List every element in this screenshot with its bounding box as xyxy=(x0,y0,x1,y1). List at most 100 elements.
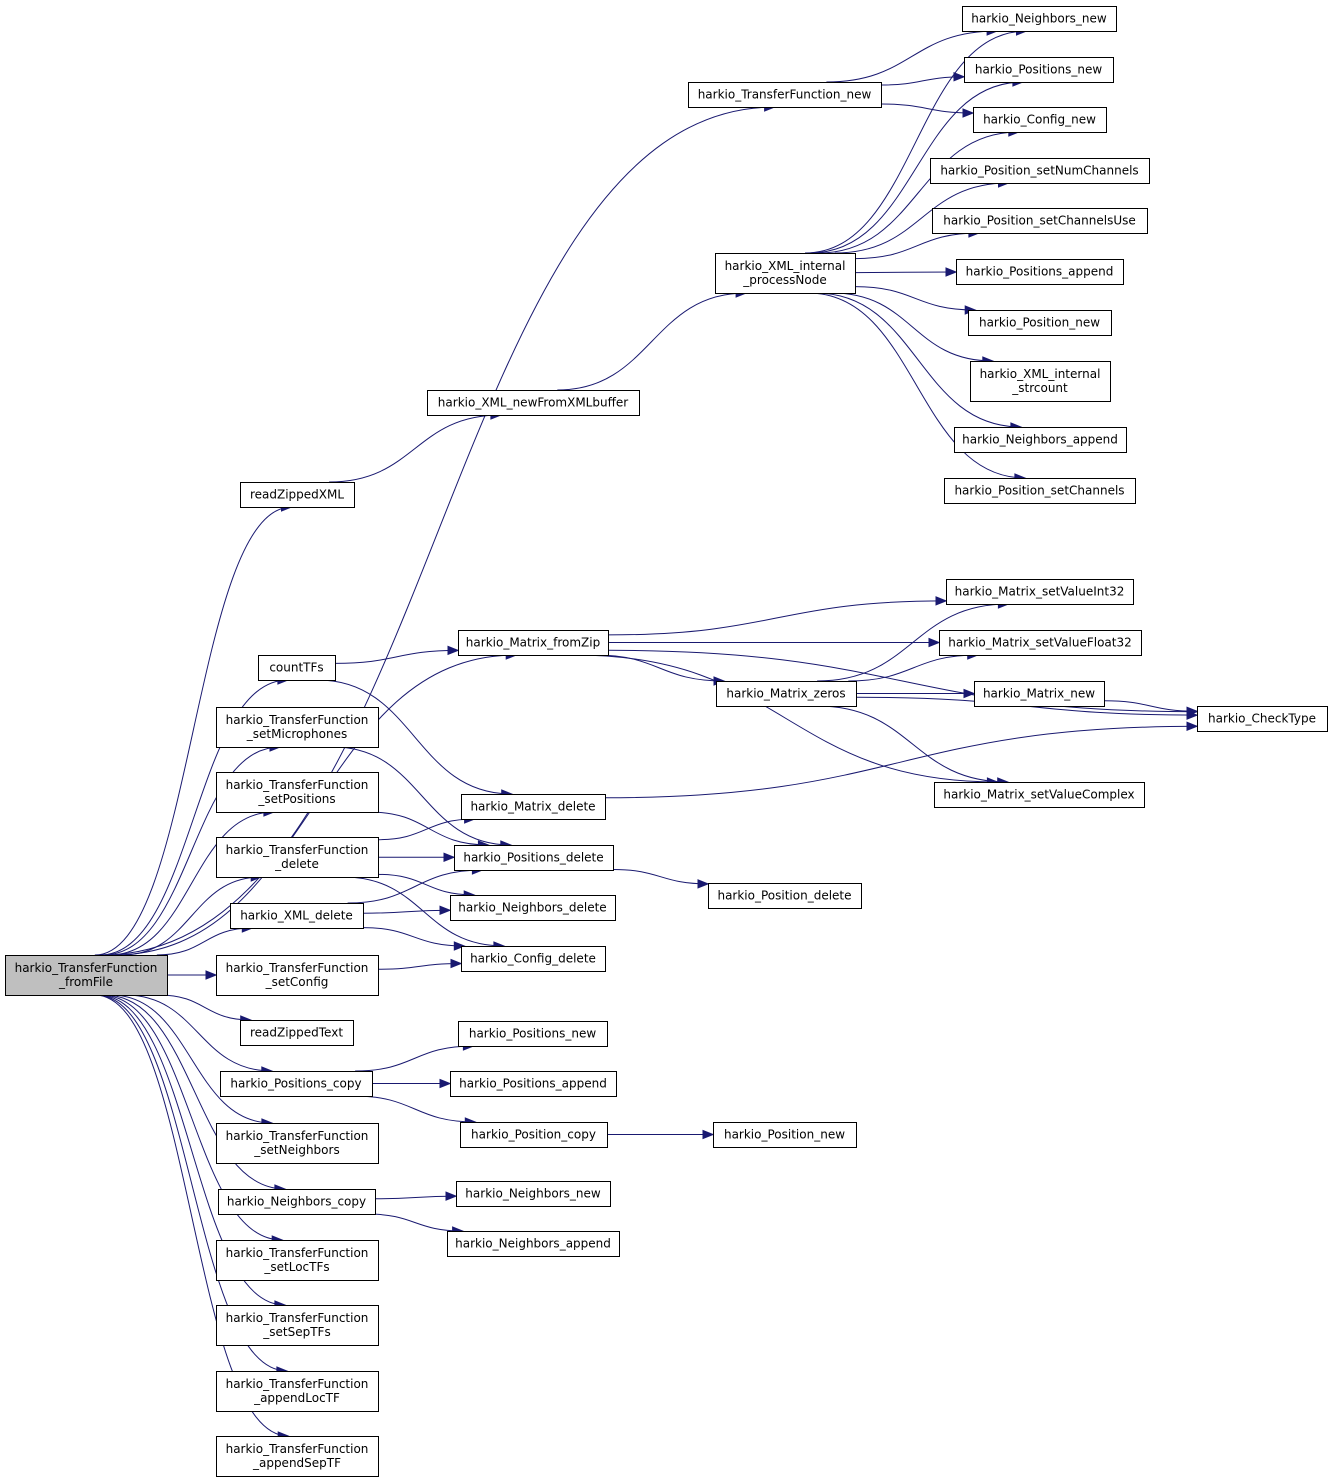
node-label: harkio_Position_copy xyxy=(471,1128,596,1142)
node-matrix-zeros[interactable]: harkio_Matrix_zeros xyxy=(716,681,857,707)
node-label: harkio_Position_new xyxy=(724,1128,845,1142)
edge-count_tfs-to-matrix_from_zip xyxy=(334,645,460,664)
node-xml-delete[interactable]: harkio_XML_delete xyxy=(230,903,364,929)
node-append-sep-tf[interactable]: harkio_TransferFunction_appendSepTF xyxy=(216,1436,379,1477)
node-set-channels[interactable]: harkio_Position_setChannels xyxy=(944,478,1136,504)
node-root[interactable]: harkio_TransferFunction_fromFile xyxy=(5,955,168,996)
edge-xml_delete-to-neighbors_delete xyxy=(362,905,452,916)
node-label: _strcount xyxy=(1011,381,1068,395)
node-label: _setNeighbors xyxy=(253,1143,339,1157)
node-set-config[interactable]: harkio_TransferFunction_setConfig xyxy=(216,955,379,996)
node-label: harkio_Neighbors_new xyxy=(971,12,1107,26)
node-label: harkio_Neighbors_append xyxy=(962,433,1118,447)
node-check-type[interactable]: harkio_CheckType xyxy=(1197,706,1328,732)
node-set-loc-tfs[interactable]: harkio_TransferFunction_setLocTFs xyxy=(216,1240,379,1281)
node-tf-delete[interactable]: harkio_TransferFunction_delete xyxy=(216,837,379,878)
edge-root-to-tf_new xyxy=(101,102,776,956)
edge-matrix_from_zip-to-set_float32 xyxy=(607,637,941,648)
node-label: harkio_Matrix_setValueComplex xyxy=(943,788,1134,802)
node-label: harkio_Neighbors_new xyxy=(465,1187,601,1201)
edge-matrix_from_zip-to-check_type xyxy=(607,649,1199,717)
node-set-complex[interactable]: harkio_Matrix_setValueComplex xyxy=(934,782,1145,808)
node-label: harkio_TransferFunction xyxy=(226,843,369,857)
node-tf-new[interactable]: harkio_TransferFunction_new xyxy=(688,82,882,108)
node-label: harkio_XML_internal xyxy=(725,259,846,273)
node-label: harkio_TransferFunction_new xyxy=(698,88,872,102)
node-label: harkio_TransferFunction xyxy=(226,961,369,975)
node-xml-from-buf[interactable]: harkio_XML_newFromXMLbuffer xyxy=(427,390,640,416)
node-set-positions[interactable]: harkio_TransferFunction_setPositions xyxy=(216,772,379,813)
node-set-ch-use[interactable]: harkio_Position_setChannelsUse xyxy=(932,208,1148,234)
node-matrix-delete[interactable]: harkio_Matrix_delete xyxy=(461,794,606,820)
edge-matrix_from_zip-to-set_complex xyxy=(574,654,999,787)
edge-xml_from_buf-to-process_node xyxy=(557,288,748,391)
node-positions-append-mid[interactable]: harkio_Positions_append xyxy=(450,1071,617,1097)
node-label: harkio_Position_setChannels xyxy=(954,484,1124,498)
node-set-sep-tfs[interactable]: harkio_TransferFunction_setSepTFs xyxy=(216,1305,379,1346)
edge-positions_copy-to-positions_new_mid xyxy=(355,1041,475,1072)
node-label: harkio_Matrix_new xyxy=(983,687,1095,701)
node-nb-new-top[interactable]: harkio_Neighbors_new xyxy=(962,6,1117,32)
node-label: _fromFile xyxy=(58,975,113,989)
node-read-zipped-xml[interactable]: readZippedXML xyxy=(240,482,355,508)
node-label: countTFs xyxy=(269,661,323,675)
node-label: harkio_XML_newFromXMLbuffer xyxy=(438,396,628,410)
node-neighbors-copy[interactable]: harkio_Neighbors_copy xyxy=(218,1189,376,1215)
node-label: _setSepTFs xyxy=(262,1325,330,1339)
edge-process_node-to-positions_append_top xyxy=(854,267,958,277)
edge-matrix_from_zip-to-set_int32 xyxy=(607,596,948,636)
node-neighbors-delete[interactable]: harkio_Neighbors_delete xyxy=(450,895,616,921)
node-label: harkio_Position_setNumChannels xyxy=(940,164,1138,178)
edge-set_config-to-config_delete xyxy=(377,958,463,970)
node-label: harkio_Neighbors_delete xyxy=(458,901,606,915)
node-append-loc-tf[interactable]: harkio_TransferFunction_appendLocTF xyxy=(216,1371,379,1412)
node-positions-new-mid[interactable]: harkio_Positions_new xyxy=(458,1021,608,1047)
node-pos-new-top[interactable]: harkio_Positions_new xyxy=(964,57,1114,83)
node-label: _setMicrophones xyxy=(246,727,347,741)
node-set-mics[interactable]: harkio_TransferFunction_setMicrophones xyxy=(216,707,379,748)
node-label: harkio_Positions_append xyxy=(459,1077,607,1091)
node-position-delete[interactable]: harkio_Position_delete xyxy=(708,883,862,909)
node-label: harkio_Matrix_setValueFloat32 xyxy=(948,636,1132,650)
node-label: _processNode xyxy=(742,273,826,287)
node-label: harkio_Position_new xyxy=(979,316,1100,330)
node-set-num-ch[interactable]: harkio_Position_setNumChannels xyxy=(930,158,1150,184)
node-positions-copy[interactable]: harkio_Positions_copy xyxy=(220,1071,373,1097)
node-count-tfs[interactable]: countTFs xyxy=(258,655,336,681)
node-positions-append-top[interactable]: harkio_Positions_append xyxy=(956,259,1124,285)
node-position-new-top[interactable]: harkio_Position_new xyxy=(968,310,1112,336)
node-set-neighbors[interactable]: harkio_TransferFunction_setNeighbors xyxy=(216,1123,379,1164)
node-matrix-new[interactable]: harkio_Matrix_new xyxy=(974,681,1105,707)
node-process-node[interactable]: harkio_XML_internal_processNode xyxy=(715,253,856,294)
node-label: _setPositions xyxy=(257,792,335,806)
node-read-zipped-text[interactable]: readZippedText xyxy=(240,1020,354,1046)
node-label: _setLocTFs xyxy=(263,1260,329,1274)
node-label: readZippedText xyxy=(250,1026,343,1040)
node-neighbors-append-mid[interactable]: harkio_Neighbors_append xyxy=(447,1231,620,1257)
node-label: harkio_Matrix_fromZip xyxy=(466,636,600,650)
node-config-delete[interactable]: harkio_Config_delete xyxy=(461,946,606,972)
node-label: _appendSepTF xyxy=(252,1456,341,1470)
node-label: harkio_TransferFunction xyxy=(226,1246,369,1260)
edge-positions_delete-to-position_delete xyxy=(612,869,710,889)
edge-tf_new-to-pos_new_top xyxy=(880,72,966,86)
node-set-float32[interactable]: harkio_Matrix_setValueFloat32 xyxy=(939,630,1142,656)
node-label: harkio_XML_delete xyxy=(240,909,353,923)
node-label: harkio_Positions_append xyxy=(966,265,1114,279)
node-label: harkio_Positions_new xyxy=(975,63,1102,77)
edge-position_copy-to-position_new_mid xyxy=(607,1129,715,1140)
node-matrix-from-zip[interactable]: harkio_Matrix_fromZip xyxy=(458,630,609,656)
node-label: harkio_Neighbors_append xyxy=(455,1237,611,1251)
node-neighbors-new-mid[interactable]: harkio_Neighbors_new xyxy=(456,1181,611,1207)
node-label: harkio_TransferFunction xyxy=(226,1377,369,1391)
node-position-copy[interactable]: harkio_Position_copy xyxy=(460,1122,608,1148)
edge-positions_copy-to-positions_append_mid xyxy=(371,1078,452,1089)
node-position-new-mid[interactable]: harkio_Position_new xyxy=(713,1122,857,1148)
node-cfg-new[interactable]: harkio_Config_new xyxy=(973,107,1107,133)
node-label: harkio_TransferFunction xyxy=(226,713,369,727)
node-positions-delete[interactable]: harkio_Positions_delete xyxy=(454,845,614,871)
node-nb-append-top[interactable]: harkio_Neighbors_append xyxy=(954,427,1127,453)
node-label: harkio_Config_delete xyxy=(470,952,596,966)
node-set-int32[interactable]: harkio_Matrix_setValueInt32 xyxy=(946,579,1134,605)
node-strcount[interactable]: harkio_XML_internal_strcount xyxy=(970,361,1111,402)
